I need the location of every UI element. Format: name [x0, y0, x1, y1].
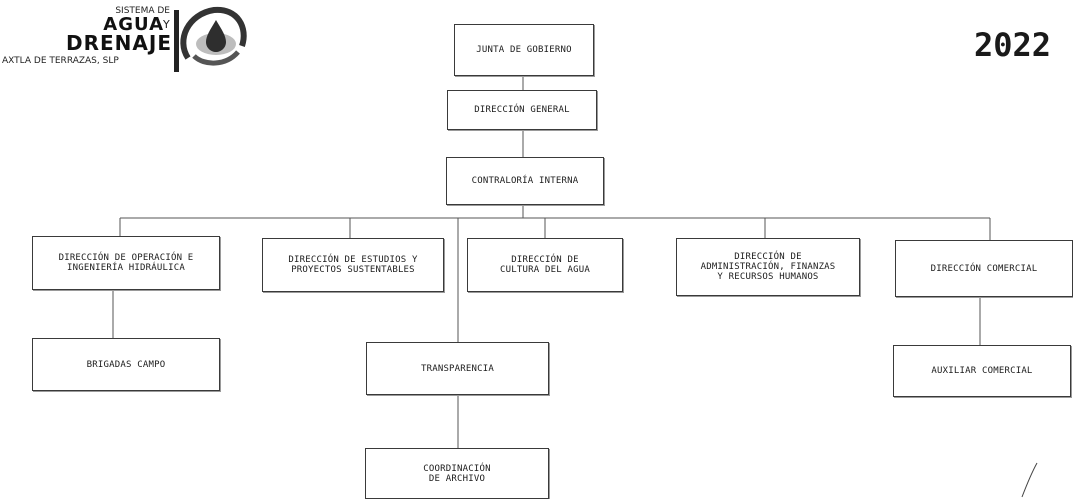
node-label: CONTRALORÍA INTERNA — [471, 176, 579, 186]
node-contraloria-interna: CONTRALORÍA INTERNA — [446, 157, 604, 205]
node-label: JUNTA DE GOBIERNO — [476, 45, 572, 55]
node-label: DIRECCIÓN COMERCIAL — [930, 263, 1038, 274]
logo-drenaje-text: DRENAJE — [66, 31, 172, 55]
node-label: BRIGADAS CAMPO — [86, 359, 166, 370]
organization-logo: SISTEMA DE AGUA Y DRENAJE AXTLA DE TERRA… — [0, 0, 247, 80]
node-coordinacion-archivo: COORDINACIÓN DE ARCHIVO — [365, 448, 549, 499]
node-brigadas-campo: BRIGADAS CAMPO — [32, 338, 220, 391]
node-direccion-comercial: DIRECCIÓN COMERCIAL — [895, 240, 1073, 297]
water-drop-icon — [180, 6, 247, 66]
node-label: TRANSPARENCIA — [420, 363, 495, 374]
node-auxiliar-comercial: AUXILIAR COMERCIAL — [893, 345, 1071, 397]
node-label: COORDINACIÓN DE ARCHIVO — [423, 463, 491, 484]
node-direccion-administracion: DIRECCIÓN DE ADMINISTRACIÓN, FINANZAS Y … — [676, 238, 860, 296]
node-direccion-general: DIRECCIÓN GENERAL — [447, 90, 597, 130]
node-direccion-cultura: DIRECCIÓN DE CULTURA DEL AGUA — [467, 238, 623, 292]
year-label: 2022 — [973, 26, 1051, 64]
node-transparencia: TRANSPARENCIA — [366, 342, 549, 395]
logo-place-text: AXTLA DE TERRAZAS, SLP — [2, 56, 119, 66]
node-label: DIRECCIÓN DE ADMINISTRACIÓN, FINANZAS Y … — [700, 252, 836, 282]
node-junta-de-gobierno: JUNTA DE GOBIERNO — [454, 24, 594, 76]
node-label: DIRECCIÓN GENERAL — [474, 105, 570, 115]
node-direccion-operacion: DIRECCIÓN DE OPERACIÓN E INGENIERÍA HIDR… — [32, 236, 220, 290]
node-label: DIRECCIÓN DE CULTURA DEL AGUA — [500, 255, 590, 275]
node-label: AUXILIAR COMERCIAL — [931, 366, 1033, 376]
logo-sistema-text: SISTEMA DE — [115, 6, 170, 16]
pen-mark — [1021, 462, 1038, 498]
node-direccion-estudios: DIRECCIÓN DE ESTUDIOS Y PROYECTOS SUSTEN… — [262, 238, 444, 292]
logo-agua-text: AGUA — [103, 14, 164, 35]
node-label: DIRECCIÓN DE ESTUDIOS Y PROYECTOS SUSTEN… — [288, 255, 418, 275]
logo-y-text: Y — [163, 18, 170, 31]
node-label: DIRECCIÓN DE OPERACIÓN E INGENIERÍA HIDR… — [58, 253, 194, 273]
logo-divider-bar — [174, 10, 179, 72]
